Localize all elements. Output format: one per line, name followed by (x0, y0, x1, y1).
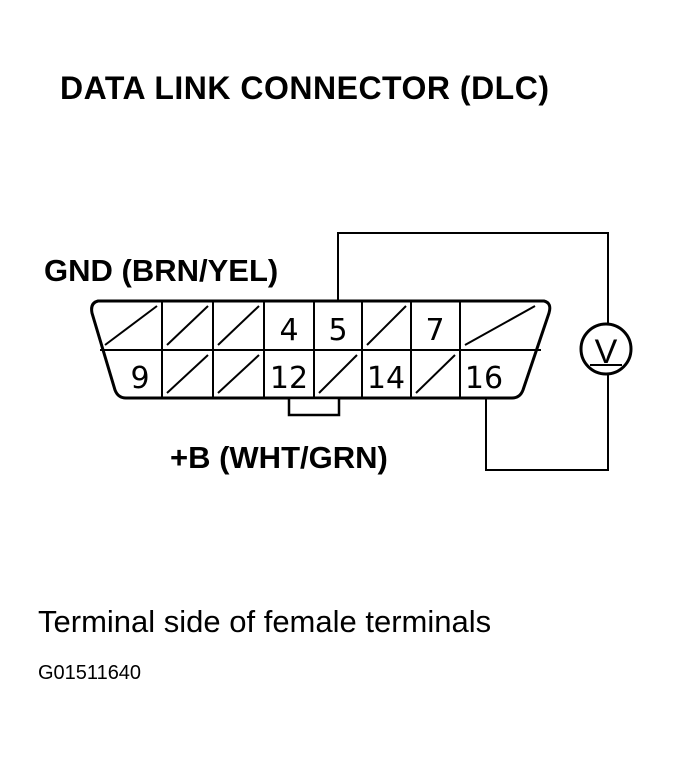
gnd-wire (337, 232, 609, 325)
connector-latch (287, 396, 341, 417)
diagram-caption: Terminal side of female terminals (38, 604, 492, 639)
plus-b-label: +B (WHT/GRN) (170, 440, 388, 475)
pin-5: 5 (328, 313, 347, 348)
plus-b-wire (485, 373, 609, 471)
figure-id: G01511640 (38, 662, 142, 684)
pin-16: 16 (465, 361, 503, 396)
diagram-title: DATA LINK CONNECTOR (DLC) (60, 70, 550, 106)
gnd-label: GND (BRN/YEL) (44, 253, 278, 288)
pin-14: 14 (367, 361, 405, 396)
pin-9: 9 (130, 361, 149, 396)
pin-7: 7 (425, 313, 444, 348)
voltmeter: V (579, 322, 633, 376)
dlc-connector: 4 5 7 9 12 14 16 (90, 299, 552, 417)
pin-4: 4 (279, 313, 298, 348)
voltmeter-label: V (595, 333, 618, 371)
pin-12: 12 (270, 361, 308, 396)
